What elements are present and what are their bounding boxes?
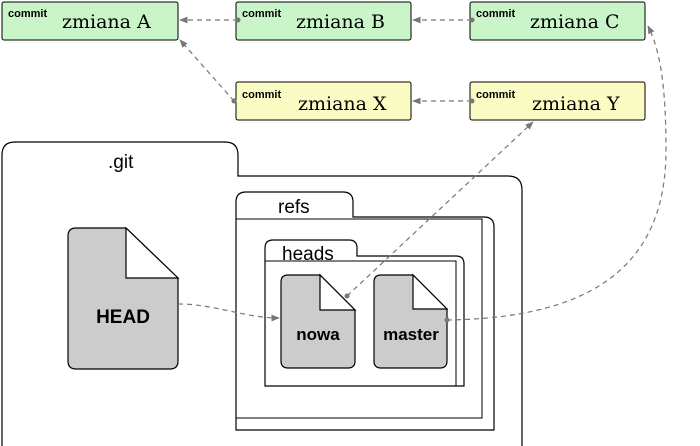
- commit-tag: commit: [476, 8, 515, 20]
- git-folder-outline: [1, 141, 523, 446]
- arrow-nowa-to-y-dot: [344, 293, 350, 299]
- commit-name: zmiana Y: [532, 93, 620, 115]
- commit-zmiana-c: commit zmiana C: [469, 1, 646, 41]
- commit-name: zmiana X: [298, 93, 387, 115]
- arrow-y-to-x-dot: [469, 98, 475, 104]
- arrow-x-to-a: [179, 39, 235, 102]
- arrow-master-to-c-dot: [444, 317, 450, 323]
- head-file-corner: [125, 226, 180, 279]
- head-file-label: HEAD: [96, 307, 150, 328]
- commit-name: zmiana A: [62, 11, 151, 33]
- nowa-file: nowa: [280, 273, 357, 369]
- arrow-head-to-nowa: [177, 303, 280, 322]
- refs-folder: refs: [235, 191, 495, 431]
- commit-zmiana-a: commit zmiana A: [1, 1, 179, 41]
- nowa-file-corner: [319, 273, 357, 311]
- commit-tag: commit: [242, 89, 281, 101]
- commit-tag: commit: [242, 8, 281, 20]
- master-file: master: [373, 273, 449, 369]
- commit-name: zmiana B: [296, 11, 385, 33]
- heads-folder-label: heads: [282, 244, 334, 265]
- heads-folder-outline-inner: [264, 260, 457, 386]
- arrow-master-to-c: [446, 25, 667, 321]
- refs-folder-outline-outer: [235, 191, 495, 431]
- master-file-corner: [412, 273, 449, 310]
- arrow-x-to-a-dot: [231, 98, 237, 104]
- nowa-file-label: nowa: [296, 325, 340, 344]
- master-file-shape: [373, 274, 448, 369]
- nowa-file-shape: [280, 274, 356, 369]
- commit-zmiana-y: commit zmiana Y: [469, 81, 646, 121]
- heads-folder-outline-outer: [264, 239, 465, 387]
- commit-tag: commit: [476, 89, 515, 101]
- refs-folder-outline-inner: [235, 218, 483, 419]
- commit-zmiana-b: commit zmiana B: [235, 1, 412, 41]
- commit-zmiana-x: commit zmiana X: [235, 81, 412, 121]
- arrow-nowa-to-y: [346, 121, 534, 297]
- arrow-c-to-b-dot: [469, 17, 475, 23]
- commit-tag: commit: [8, 8, 47, 20]
- head-file-shape: [67, 227, 179, 370]
- master-file-label: master: [383, 325, 439, 344]
- refs-folder-label: refs: [278, 197, 310, 218]
- git-folder-label: .git: [108, 152, 134, 173]
- heads-folder: heads: [264, 239, 465, 387]
- commit-box: [1, 1, 179, 41]
- commit-name: zmiana C: [530, 11, 620, 33]
- head-file: HEAD: [67, 226, 180, 370]
- arrow-b-to-a-dot: [235, 17, 241, 23]
- git-folder: .git: [1, 141, 523, 446]
